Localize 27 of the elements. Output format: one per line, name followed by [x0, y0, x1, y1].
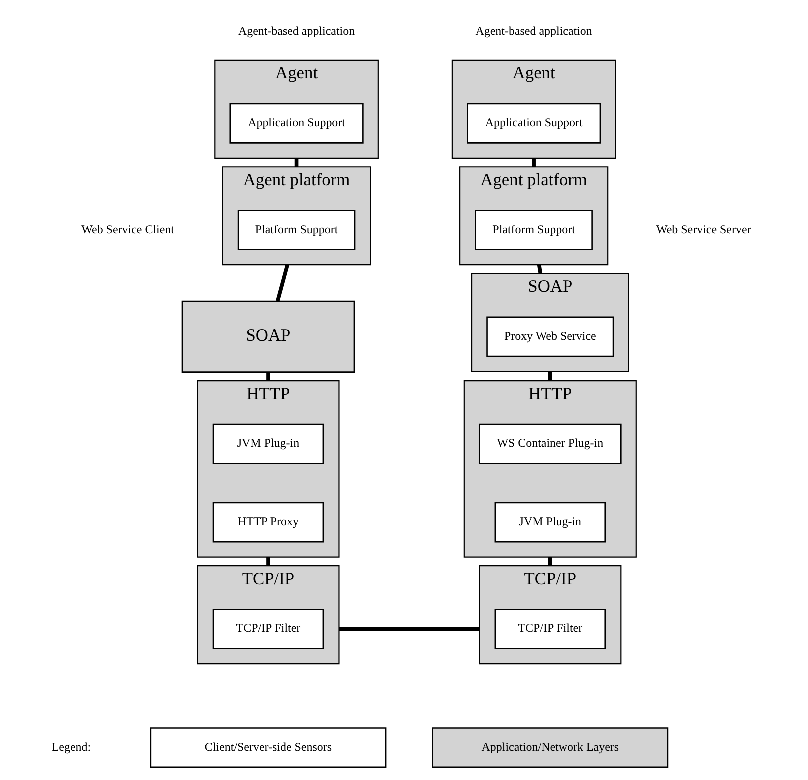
- connector: [548, 557, 552, 566]
- node-box: Proxy Web Service: [486, 316, 614, 358]
- node-box: Application Support: [230, 103, 364, 144]
- connector: [266, 557, 270, 566]
- connector: [548, 372, 552, 382]
- node-box: Platform Support: [475, 210, 593, 250]
- connector: [276, 264, 290, 302]
- node-box: JVM Plug-in: [212, 424, 324, 464]
- connector: [339, 627, 480, 632]
- node-box: TCP/IP Filter: [212, 608, 324, 650]
- node-box: SOAP: [182, 300, 356, 373]
- connector: [537, 264, 543, 274]
- node-box: JVM Plug-in: [494, 502, 606, 543]
- label: Web Service Client: [82, 222, 174, 236]
- label: Legend:: [52, 740, 92, 754]
- connector: [532, 158, 536, 168]
- node-box: TCP/IP Filter: [494, 608, 606, 650]
- node-box: Application Support: [467, 103, 602, 144]
- node-box: WS Container Plug-in: [479, 424, 622, 464]
- label: Agent-based application: [476, 24, 592, 38]
- connector: [266, 372, 270, 382]
- label: Agent-based application: [238, 24, 356, 38]
- legend-label: Application/Network Layers: [482, 740, 620, 754]
- node-box: Platform Support: [238, 210, 356, 250]
- legend-label: Client/Server-side Sensors: [204, 740, 332, 754]
- node-box: HTTP Proxy: [212, 502, 324, 543]
- label: Web Service Server: [656, 222, 752, 236]
